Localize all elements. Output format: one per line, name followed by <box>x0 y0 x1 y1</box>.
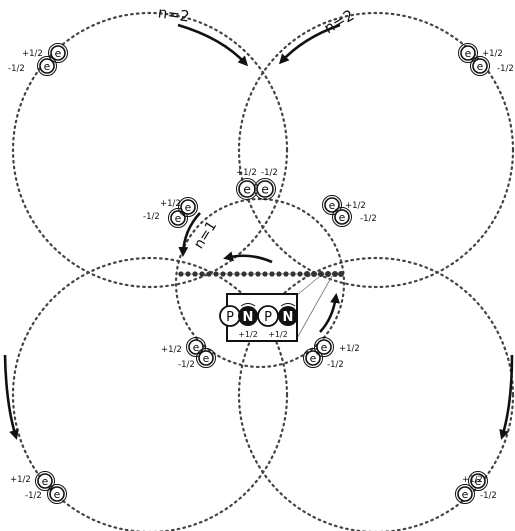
nucleus-zoom: P N P N +1/2 +1/2 <box>220 294 298 341</box>
electron-pair-inner-left: ee +1/2-1/2 <box>143 198 198 228</box>
electron-pair-lower-left-spin-up: +1/2 <box>161 345 182 355</box>
electron-pair-lower-right-electron-1-symbol: e <box>310 352 317 365</box>
shell-label-outer-right: n=2 <box>321 6 357 37</box>
electron-pair-lower-right-electron-2-symbol: e <box>321 341 328 354</box>
electron-pair-top-right-electron-1-symbol: e <box>465 47 472 60</box>
neutron-right-label: N <box>283 310 294 325</box>
electron-pair-bottom-right-electron-1-symbol: e <box>462 488 469 501</box>
electron-pair-inner-top-spin-down: -1/2 <box>261 168 278 178</box>
electron-pair-top-right-spin-down: -1/2 <box>497 64 514 74</box>
electron-pair-inner-left-electron-2-symbol: e <box>185 201 192 214</box>
electron-pair-top-right-electron-2-symbol: e <box>477 60 484 73</box>
electron-pair-bottom-left: ee +1/2 -1/2 <box>10 472 67 504</box>
arrow-inner-top <box>226 256 272 262</box>
proton-left-label: P <box>226 310 234 325</box>
neutron-left-label: N <box>243 310 254 325</box>
electron-pair-inner-top-electron-2-symbol: e <box>261 181 269 196</box>
electron-pair-top-right-spin-up: +1/2 <box>482 49 503 59</box>
electron-pair-lower-right: ee +1/2 -1/2 <box>304 338 360 371</box>
nucleus-spin-left: +1/2 <box>238 330 258 339</box>
nucleus-spin-right: +1/2 <box>268 330 288 339</box>
electron-pair-inner-right-spin-down: -1/2 <box>360 214 377 224</box>
electron-pair-inner-right-electron-2-symbol: e <box>339 211 346 224</box>
electron-pair-lower-right-spin-down: -1/2 <box>327 360 344 370</box>
electron-pair-lower-left: ee+1/2-1/2 <box>161 338 216 371</box>
arrow-bottom-left <box>5 355 16 437</box>
electron-pair-top-left-electron-1-symbol: e <box>44 60 51 73</box>
electron-pair-bottom-right: ee+1/2-1/2 <box>456 472 497 504</box>
electron-pair-bottom-left-electron-1-symbol: e <box>42 475 49 488</box>
arrow-top-left <box>178 25 246 64</box>
electron-pair-inner-left-spin-down: -1/2 <box>143 212 160 222</box>
electron-pair-top-left-spin-up: +1/2 <box>22 49 43 59</box>
orbits <box>13 13 513 531</box>
electron-pair-top-left: ee+1/2-1/2 <box>8 44 68 76</box>
electron-pair-top-right: ee+1/2-1/2 <box>459 44 514 76</box>
electron-pair-inner-right-electron-1-symbol: e <box>329 199 336 212</box>
electron-pair-lower-left-electron-2-symbol: e <box>203 352 210 365</box>
electron-pair-lower-left-spin-down: -1/2 <box>178 360 195 370</box>
electron-pair-lower-right-spin-up: +1/2 <box>339 344 360 354</box>
electron-pair-inner-top-spin-up: +1/2 <box>236 168 257 178</box>
electron-pair-inner-right: ee+1/2-1/2 <box>323 196 377 227</box>
shell-label-inner: n=1 <box>191 218 220 252</box>
electron-pair-bottom-right-spin-down: -1/2 <box>480 491 497 501</box>
electron-pair-inner-left-electron-1-symbol: e <box>175 212 182 225</box>
electron-pair-top-left-electron-2-symbol: e <box>55 47 62 60</box>
electron-pair-bottom-left-spin-up: +1/2 <box>10 475 31 485</box>
direction-arrows <box>5 25 512 437</box>
electron-pair-inner-top-electron-1-symbol: e <box>243 181 251 196</box>
electron-pair-bottom-right-spin-up: +1/2 <box>462 475 483 485</box>
electron-pair-inner-right-spin-up: +1/2 <box>345 201 366 211</box>
arrow-inner-bottom <box>320 296 336 332</box>
electron-pair-top-left-spin-down: -1/2 <box>8 64 25 74</box>
electron-pair-bottom-left-electron-2-symbol: e <box>54 488 61 501</box>
electron-pair-bottom-left-spin-down: -1/2 <box>25 491 42 501</box>
shell-label-outer-left: n=2 <box>157 3 191 25</box>
proton-right-label: P <box>264 310 272 325</box>
electron-pair-inner-left-spin-up: +1/2 <box>160 199 181 209</box>
